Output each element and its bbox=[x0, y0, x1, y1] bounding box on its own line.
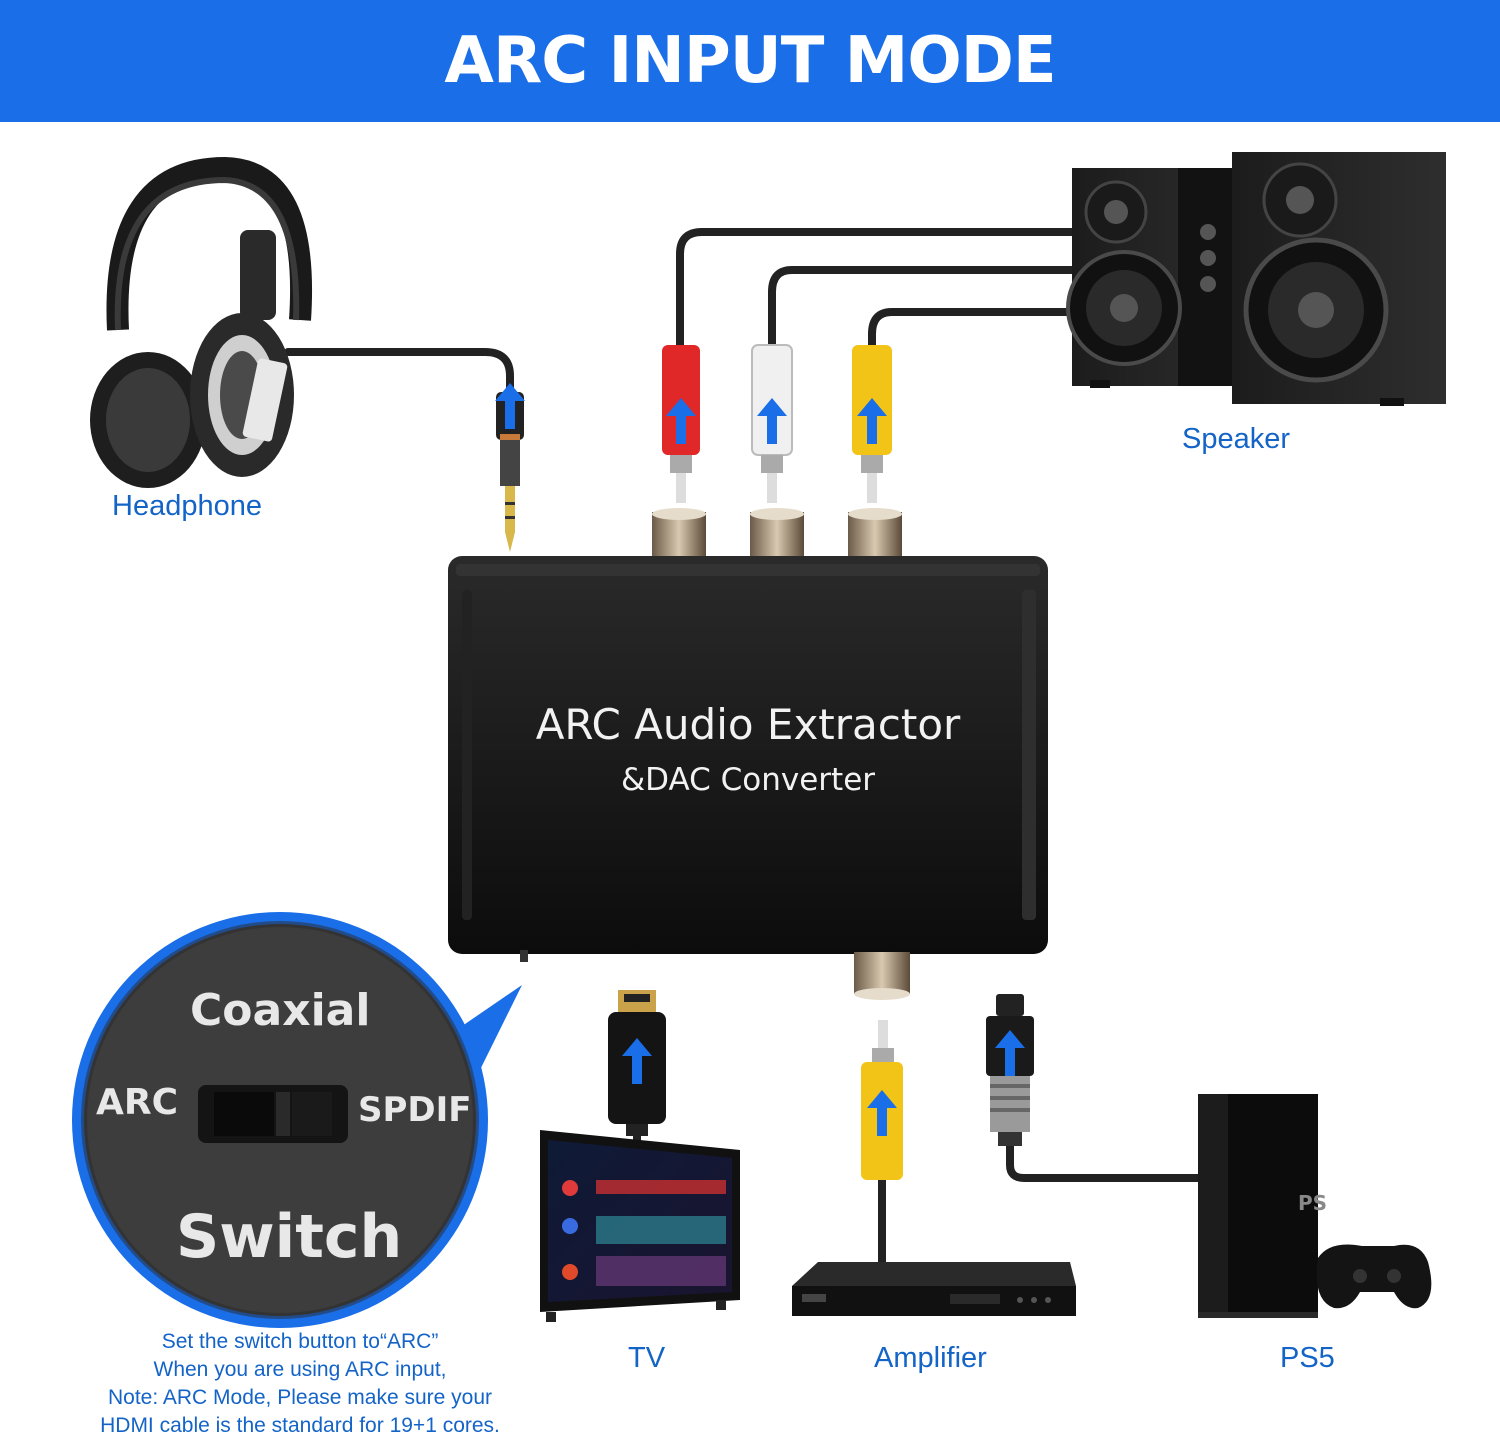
rca-socket-icon bbox=[652, 508, 902, 558]
arc-mode-note: Set the switch button to“ARC” When you a… bbox=[20, 1328, 580, 1440]
audio-jack-icon bbox=[495, 383, 525, 552]
arc-audio-extractor-device bbox=[448, 556, 1048, 962]
rca-plug-red-icon bbox=[662, 345, 700, 503]
switch-zoom-bubble bbox=[72, 912, 522, 1328]
hdmi-plug-icon bbox=[608, 990, 666, 1136]
rca-plug-white-icon bbox=[751, 344, 793, 503]
svg-text:PS: PS bbox=[1298, 1191, 1327, 1215]
note-line-2: When you are using ARC input, bbox=[153, 1358, 447, 1381]
amplifier-label: Amplifier bbox=[874, 1342, 987, 1374]
speaker-icon bbox=[1066, 152, 1446, 406]
amplifier-icon bbox=[792, 1262, 1076, 1316]
page-title: ARC INPUT MODE bbox=[444, 24, 1056, 98]
tv-label: TV bbox=[628, 1342, 666, 1374]
arc-label: ARC bbox=[96, 1082, 179, 1123]
switch-label: Switch bbox=[176, 1202, 403, 1272]
coaxial-socket-icon bbox=[854, 952, 910, 1000]
speaker-label: Speaker bbox=[1182, 423, 1291, 455]
title-banner: ARC INPUT MODE bbox=[0, 0, 1500, 122]
rca-plug-yellow-icon bbox=[852, 345, 892, 503]
amplifier-rca-plug-icon bbox=[861, 1020, 903, 1180]
spdif-label: SPDIF bbox=[358, 1090, 472, 1130]
note-line-1: Set the switch button to“ARC” bbox=[161, 1330, 439, 1353]
controller-icon bbox=[1316, 1244, 1432, 1309]
coaxial-label: Coaxial bbox=[190, 985, 371, 1036]
optical-plug-icon bbox=[986, 994, 1034, 1146]
headphone-icon bbox=[90, 156, 312, 488]
device-subtitle: &DAC Converter bbox=[620, 762, 876, 798]
ps5-icon: PS bbox=[1198, 1094, 1327, 1318]
tv-icon bbox=[540, 1130, 740, 1322]
headphone-label: Headphone bbox=[112, 490, 262, 522]
ps5-label: PS5 bbox=[1280, 1342, 1335, 1374]
device-title: ARC Audio Extractor bbox=[535, 700, 961, 749]
note-line-4: HDMI cable is the standard for 19+1 core… bbox=[100, 1414, 500, 1437]
note-line-3: Note: ARC Mode, Please make sure your bbox=[107, 1386, 492, 1409]
